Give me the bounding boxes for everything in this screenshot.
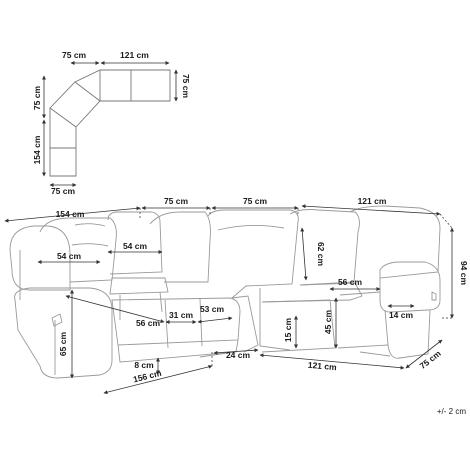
main-dimensions: 154 cm 75 cm 75 cm 121 cm 94 cm 54 cm 54…	[4, 196, 469, 395]
label-seat-depth: 56 cm	[136, 318, 161, 328]
plan-label-left-top: 75 cm	[32, 86, 42, 111]
label-seat-width-right: 56 cm	[338, 277, 363, 287]
plan-outline	[49, 69, 171, 177]
label-bottom-right: 121 cm	[307, 360, 337, 373]
label-console-width: 54 cm	[123, 241, 148, 251]
label-console-depth: 31 cm	[169, 310, 194, 320]
label-seat-width-left: 54 cm	[57, 251, 82, 261]
label-corner-right: 75 cm	[243, 196, 268, 206]
plan-view	[49, 69, 171, 177]
label-seat-height: 45 cm	[323, 310, 333, 335]
label-right-overall: 121 cm	[358, 196, 387, 206]
tolerance-note: +/- 2 cm	[437, 407, 466, 416]
plan-label-right-depth: 75 cm	[181, 74, 191, 99]
label-bottom-corner: 24 cm	[226, 350, 251, 360]
plan-label-top-right: 121 cm	[120, 50, 149, 60]
label-left-overall: 154 cm	[56, 209, 85, 219]
plan-dimensions: 75 cm 121 cm 75 cm 75 cm 154 cm 75 cm	[32, 50, 191, 196]
label-footrest-height: 15 cm	[283, 318, 293, 343]
label-seat-span: 53 cm	[200, 304, 225, 314]
label-back-height: 62 cm	[316, 242, 326, 267]
label-corner-left: 75 cm	[164, 196, 189, 206]
plan-label-left-side: 154 cm	[32, 135, 42, 164]
label-arm-height: 65 cm	[58, 332, 68, 357]
label-height: 94 cm	[459, 261, 469, 286]
label-bottom-depth: 75 cm	[418, 348, 443, 371]
label-arm-width: 14 cm	[389, 310, 414, 320]
label-clearance: 8 cm	[134, 360, 154, 370]
plan-label-top-left: 75 cm	[62, 50, 87, 60]
plan-label-bottom: 75 cm	[51, 186, 76, 196]
